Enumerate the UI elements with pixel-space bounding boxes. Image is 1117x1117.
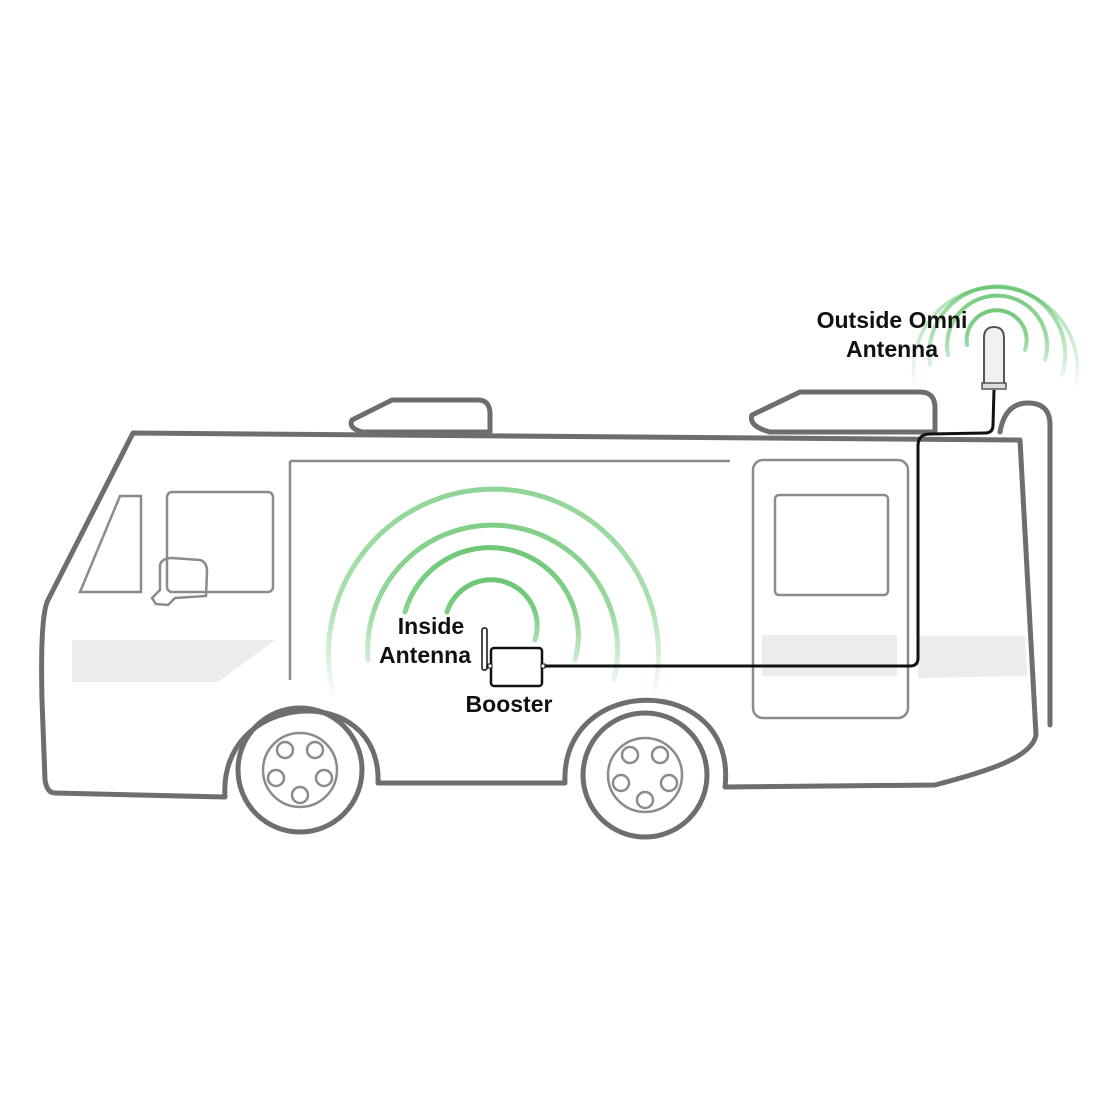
inside-antenna: [481, 627, 488, 671]
booster-port: [540, 663, 546, 669]
inside-signal-waves: [326, 486, 661, 703]
booster-unit: [489, 646, 544, 688]
coax-cable: [545, 389, 996, 668]
front-wheel: [235, 705, 365, 835]
windshield: [78, 494, 143, 594]
rear-ladder: [997, 400, 1053, 728]
roof-unit-front: [348, 397, 493, 435]
inside-antenna-label: Inside: [398, 613, 464, 639]
inside-antenna-label: Antenna: [379, 642, 471, 668]
side-window: [165, 490, 275, 594]
rear-wheel: [580, 710, 710, 840]
outside-omni-antenna: [981, 325, 1007, 390]
body-stripes: [72, 635, 1027, 682]
entry-door: [751, 458, 910, 720]
outside-signal-waves: [911, 284, 1080, 387]
booster-label: Booster: [466, 691, 553, 717]
roof-unit-rear: [748, 389, 938, 435]
side-mirror: [150, 556, 209, 607]
door-window: [773, 493, 890, 597]
outside-antenna-label: Antenna: [846, 336, 938, 362]
booster-port: [487, 663, 493, 669]
rv-body-outline: [39, 430, 1039, 800]
outside-antenna-label: Outside Omni: [817, 307, 968, 333]
